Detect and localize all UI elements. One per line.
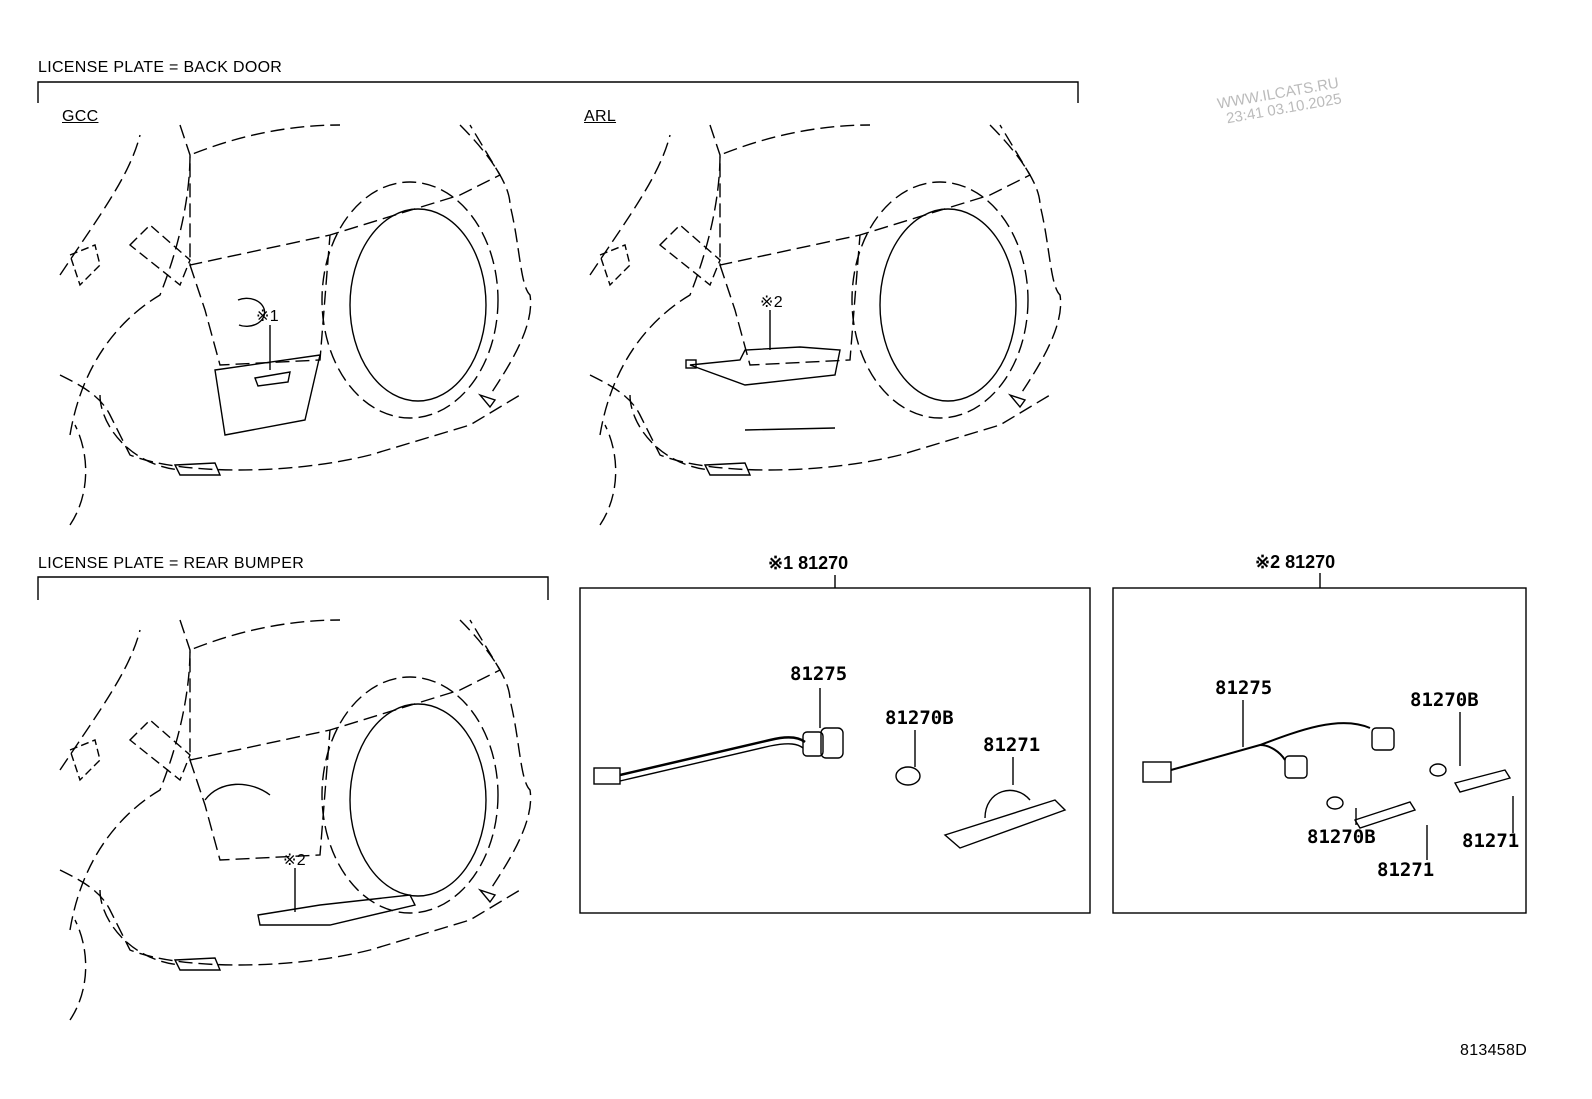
callout-1[interactable]: ※1 (256, 308, 279, 325)
diagram-id: 813458D (1460, 1042, 1528, 1059)
callout-2-bumper[interactable]: ※2 (283, 852, 306, 869)
variant-label-arl: ARL (584, 108, 617, 125)
assembly-box-1 (579, 587, 1091, 914)
part-81270B[interactable]: 81270B (1410, 689, 1479, 711)
variant-label-gcc: GCC (62, 108, 99, 125)
assembly-1-header[interactable]: ※1 81270 (768, 553, 849, 573)
assembly-box-2 (1112, 587, 1527, 914)
part-81270B[interactable]: 81270B (885, 707, 954, 729)
section-title-rear-bumper: LICENSE PLATE = REAR BUMPER (38, 555, 305, 572)
part-81271[interactable]: 81271 (1462, 830, 1520, 852)
section-title-back-door: LICENSE PLATE = BACK DOOR (38, 59, 283, 76)
assembly-2-header[interactable]: ※2 81270 (1255, 552, 1336, 572)
back-door-bracket (37, 81, 1079, 103)
part-81271[interactable]: 81271 (1377, 859, 1435, 881)
part-81271[interactable]: 81271 (983, 734, 1041, 756)
rear-bumper-bracket (37, 576, 549, 600)
part-81275[interactable]: 81275 (790, 663, 848, 685)
part-81270B[interactable]: 81270B (1307, 826, 1376, 848)
part-81275[interactable]: 81275 (1215, 677, 1273, 699)
callout-2[interactable]: ※2 (760, 294, 783, 311)
